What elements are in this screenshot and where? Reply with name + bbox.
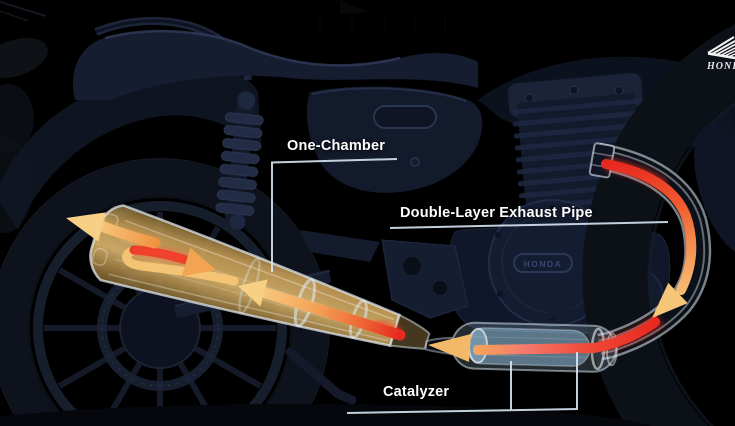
catalyzer-callout-line xyxy=(346,352,579,414)
double-layer-exhaust-pipe-label: Double-Layer Exhaust Pipe xyxy=(400,205,593,221)
seat-highlight xyxy=(104,29,401,67)
honda-logo-text: HONDA xyxy=(706,61,735,72)
chamber-return-arrow xyxy=(129,243,216,277)
shock-absorber xyxy=(215,91,264,231)
double-layer-callout-line xyxy=(389,221,669,229)
callout-lines xyxy=(271,158,669,414)
rear-fender xyxy=(0,68,262,230)
gas-flow-arrows xyxy=(66,157,697,362)
side-stand xyxy=(285,347,357,405)
engine-cover-badge xyxy=(513,253,573,273)
seat xyxy=(73,31,478,100)
one-chamber-callout-line xyxy=(271,158,398,272)
muffler-entry-arrow xyxy=(238,279,406,341)
catalyzer-label: Catalyzer xyxy=(383,384,450,400)
exhaust-system xyxy=(66,142,712,373)
side-panel xyxy=(306,86,483,193)
honda-logo: HONDA xyxy=(706,36,735,72)
catalyzer-flow-arrow xyxy=(428,317,660,362)
ground-shadow xyxy=(0,404,652,426)
side-panel-badge xyxy=(373,105,437,129)
downpipe-flow-arrow xyxy=(601,159,697,318)
one-chamber-label: One-Chamber xyxy=(287,138,386,154)
honda-wing-icon xyxy=(707,36,735,60)
frame-bracket xyxy=(300,230,601,321)
u-turn-flow-arrow xyxy=(122,246,239,286)
front-wheel xyxy=(582,24,735,426)
muffler-exit-arrow xyxy=(66,212,161,249)
engine-cover-badge-text: HONDA xyxy=(524,259,563,269)
